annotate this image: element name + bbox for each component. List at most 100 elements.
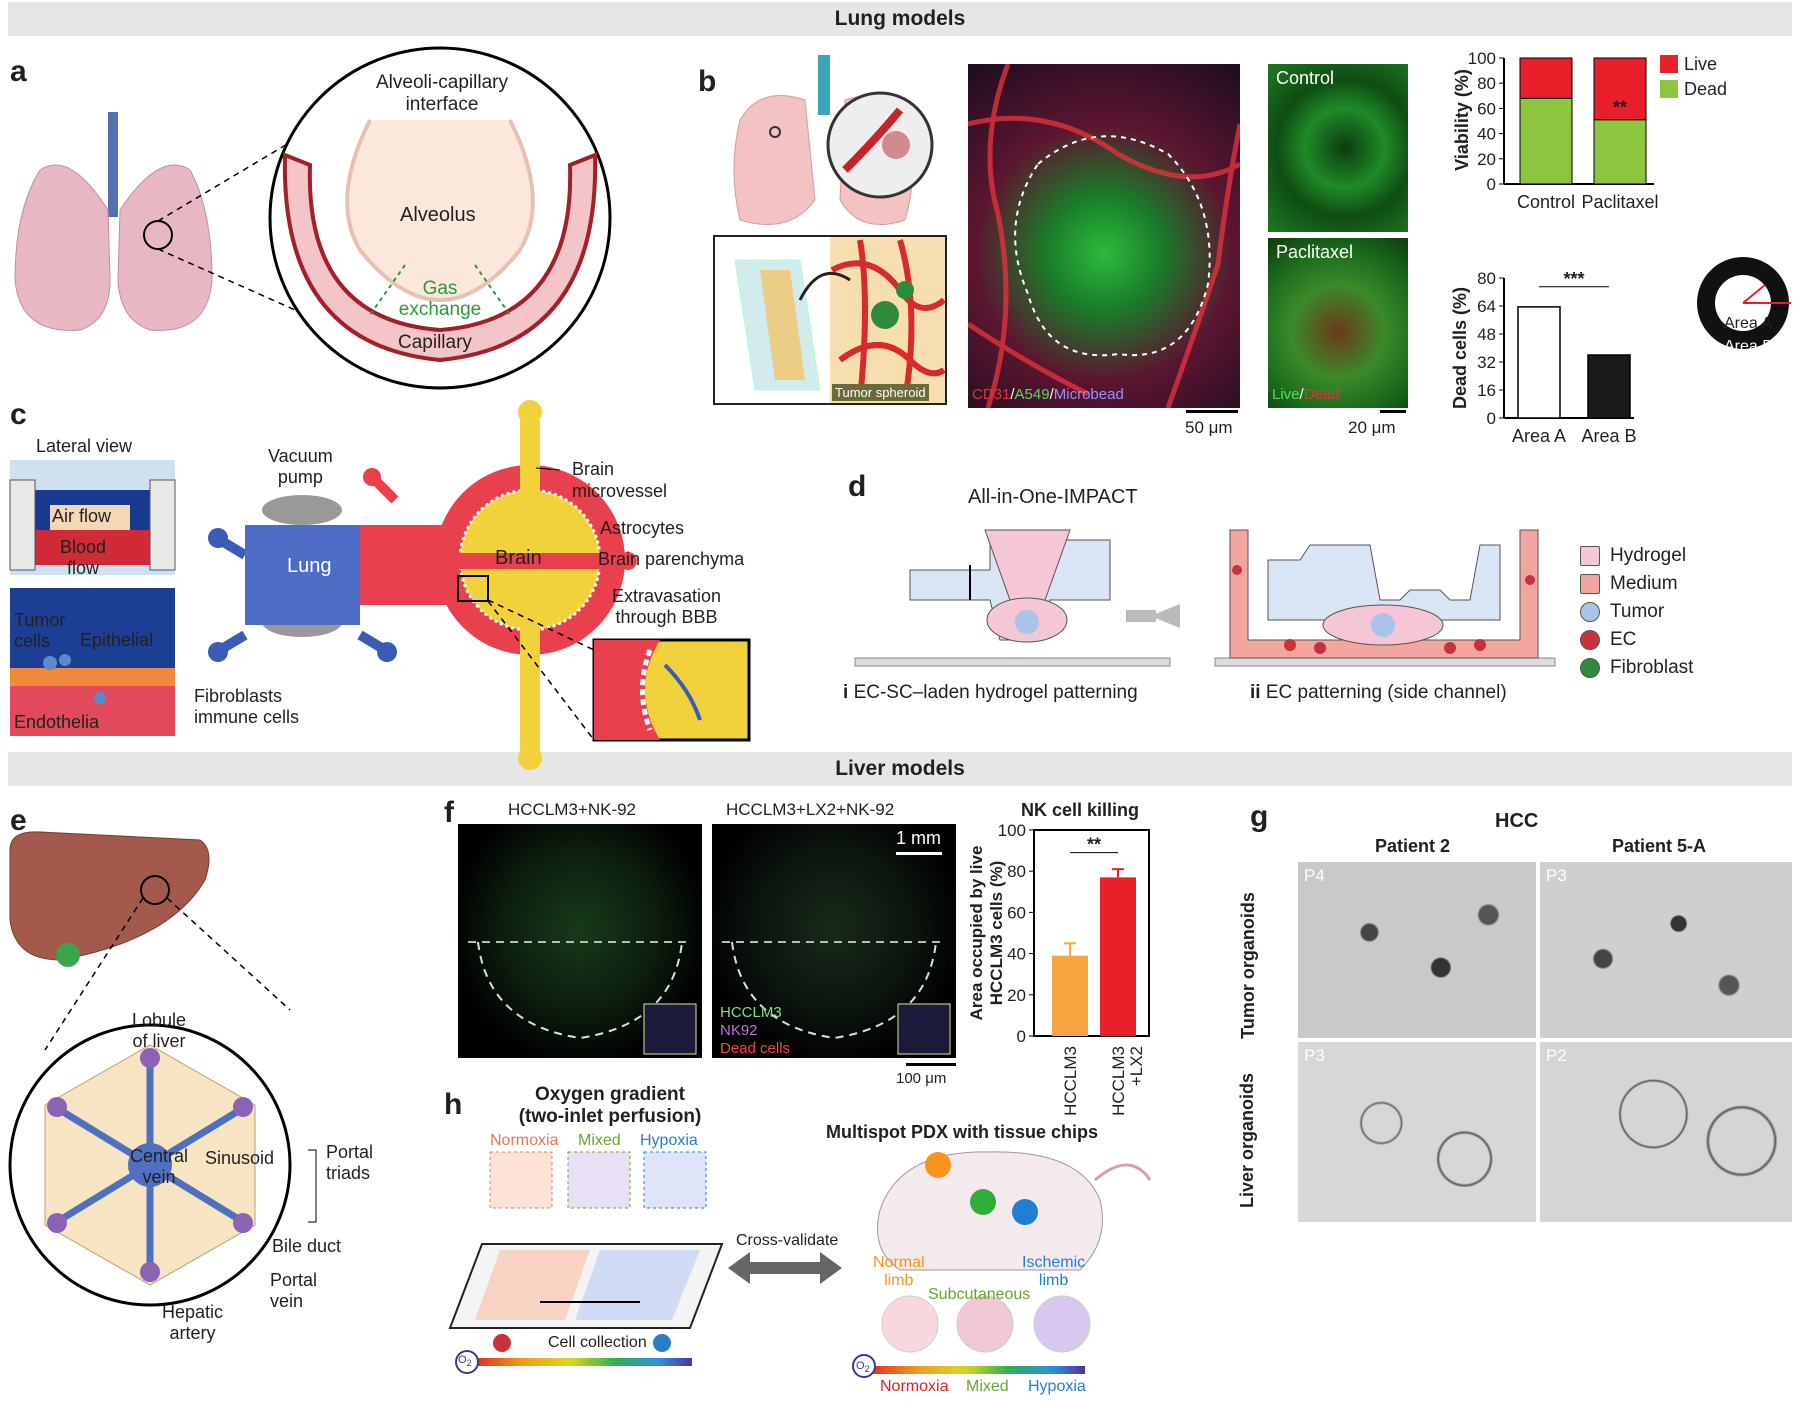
astrocytes-label: Astrocytes [600,518,685,538]
gas-exchange-label: Gas exchange [398,278,482,320]
tag-tumor-p2: P4 [1304,866,1325,885]
stain-slash-1: / [1010,386,1015,403]
o2-left-base: O [458,1354,467,1366]
step-ii-number: ii [1250,682,1261,703]
nk-xlabel-0-0: HCCLM3 [1061,1046,1080,1116]
patient2-label: Patient 2 [1375,836,1451,856]
step-i: i EC-SC–laden hydrogel patterning [843,682,1138,704]
fibroblasts-label: Fibroblasts immune cells [194,686,300,727]
panel-label-e: e [10,804,27,837]
h-right-title: Multispot PDX with tissue chips [826,1122,1099,1142]
dead-cells-ytick-label-2: 32 [1477,353,1496,372]
mixed-label: Mixed [578,1132,621,1149]
o2-left-sub: 2 [466,1358,472,1369]
impact-legend-label: Hydrogel [1610,545,1687,566]
dead-cells-xlabel-1: Area B [1581,426,1636,446]
panel-label-b: b [698,65,717,98]
ischemic-limb-label: Ischemic limb [1022,1254,1086,1289]
viability-ytick-label-3: 60 [1477,99,1496,118]
scale-bar-20 [1380,410,1406,413]
hcc-title: HCC [1495,810,1539,832]
stain-a549: A549 [1014,386,1050,403]
o2-right-sub: 2 [864,1364,870,1375]
air-flow-label: Air flow [52,506,112,526]
panel-label-a: a [10,55,27,88]
impact-legend-item: Medium [1580,570,1693,598]
panel-label-c: c [10,398,27,431]
control-image-label: Control [1276,68,1335,88]
impact-legend-swatch [1580,658,1600,678]
viability-ytick-label-4: 80 [1477,74,1496,93]
alveoli-interface-label: Alveoli-capillary interface [376,72,508,115]
cross-validate-label: Cross-validate [736,1232,839,1249]
stain-legend-live-dead: Live/Dead [1272,386,1340,403]
lateral-view-label: Lateral view [36,436,133,456]
hepatic-artery-label: Hepatic artery [162,1302,224,1343]
h-left-title: Oxygen gradient (two-inlet perfusion) [518,1084,702,1127]
stain-microbead: Microbead [1053,386,1124,403]
brain-chip-label: Brain [495,547,542,569]
central-vein-label: Central vein [130,1146,189,1187]
sinusoid-label: Sinusoid [205,1148,275,1168]
panel-label-d: d [848,470,867,503]
impact-legend-swatch [1580,546,1600,566]
stain-slash-2: / [1049,386,1054,403]
endothelia-label: Endothelia [14,712,100,732]
viability-legend-label-1: Dead [1684,79,1727,99]
ring-area-b-label: Area B [1724,338,1773,355]
dead-cells-ytick-label-0: 0 [1487,409,1496,428]
tag-liver-p2: P3 [1304,1046,1325,1065]
viability-bar-1-1 [1593,57,1647,121]
viability-legend-label-0: Live [1684,54,1717,74]
bile-duct-label: Bile duct [272,1236,342,1256]
nk-ytick-label-2: 40 [1007,945,1026,964]
nk-ytick-label-1: 20 [1007,986,1026,1005]
legend-nk92: NK92 [720,1022,758,1039]
viability-ytick-label-5: 100 [1468,49,1496,68]
impact-legend-item: Hydrogel [1580,542,1693,570]
impact-legend-label: Medium [1610,573,1678,594]
tumor-cells-label: Tumor cells [14,610,66,651]
microscopy-cd31-image [968,64,1240,408]
dead-cells-ylabel: Dead cells (%) [1450,287,1470,409]
scale-20-label: 20 μm [1348,418,1396,437]
viability-xlabel-0: Control [1517,192,1575,212]
nk-ytick-label-4: 80 [1007,862,1026,881]
blood-flow-label: Blood flow [60,537,107,578]
lung-chip-label: Lung [287,555,332,577]
impact-title: All-in-One-IMPACT [968,486,1138,508]
stain-slash-3: / [1299,386,1304,403]
f-right-image [712,824,956,1058]
stain-cd31: CD31 [972,386,1011,403]
subcutaneous-label: Subcutaneous [928,1286,1031,1303]
o2-right-label: O2 [856,1360,870,1374]
impact-legend-item: Fibroblast [1580,654,1693,682]
brain-microvessel-label: Brain microvessel [572,459,668,501]
nk-ytick-label-5: 100 [998,821,1026,840]
impact-legend-item: EC [1580,626,1693,654]
step-i-text: EC-SC–laden hydrogel patterning [853,682,1138,703]
stain-live: Live [1272,386,1300,403]
dead-cells-ytick-label-4: 64 [1477,297,1496,316]
viability-ytick-label-0: 0 [1487,175,1496,194]
f-left-title: HCCLM3+NK-92 [508,800,637,819]
viability-bar-0-1 [1519,57,1573,99]
legend-hcclm3: HCCLM3 [720,1004,782,1021]
normoxia-label: Normoxia [490,1132,559,1149]
dead-cells-ytick-label-1: 16 [1477,381,1496,400]
nk-ylabel-1: HCCLM3 cells (%) [987,861,1006,1006]
alveolus-label: Alveolus [400,204,476,226]
viability-xlabel-1: Paclitaxel [1581,192,1658,212]
scale-bar-50 [1186,410,1238,413]
nk-xlabel-1-0: HCCLM3 [1109,1046,1128,1116]
scale-1mm-label: 1 mm [896,828,941,848]
nk-ytick-label-3: 60 [1007,903,1026,922]
impact-legend-swatch [1580,602,1600,622]
o2-right-base: O [856,1360,865,1372]
capillary-label: Capillary [398,332,472,353]
dead-cells-ytick-label-5: 80 [1477,269,1496,288]
nk-bar-0 [1052,955,1088,1036]
